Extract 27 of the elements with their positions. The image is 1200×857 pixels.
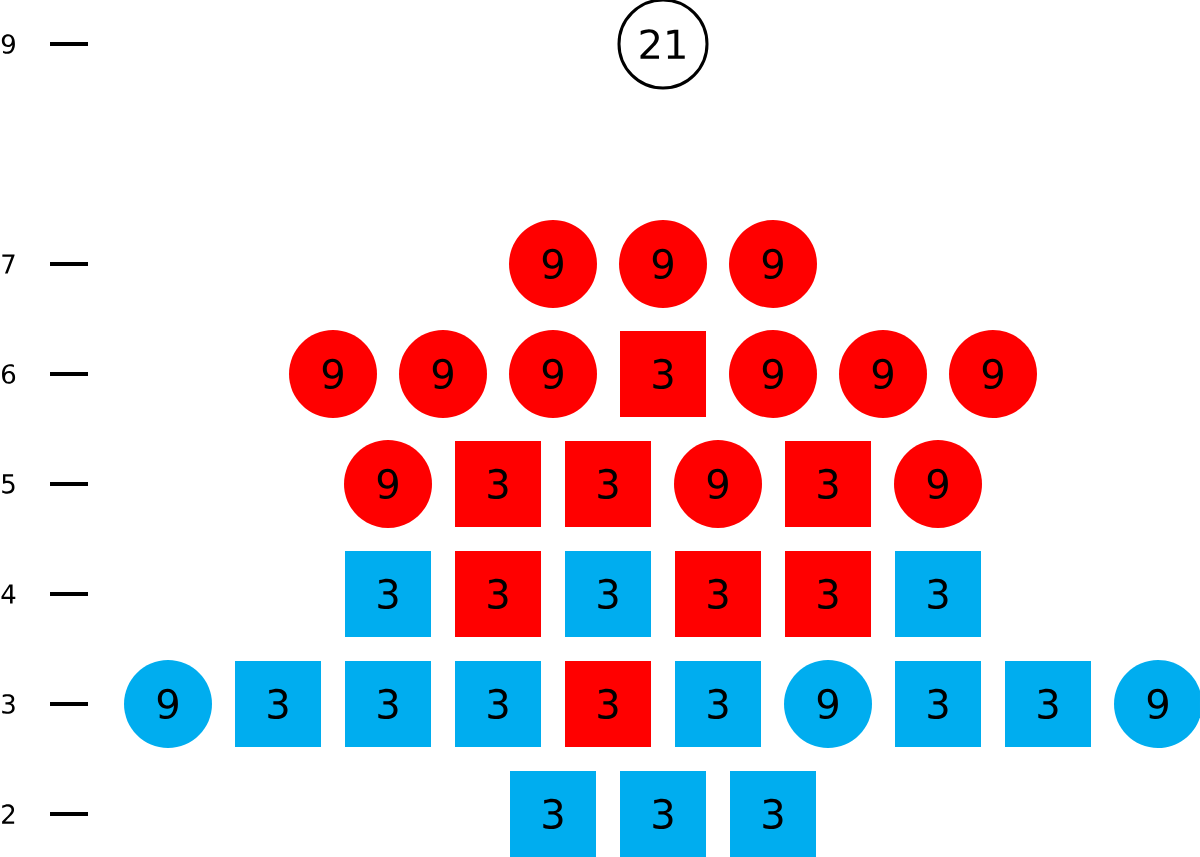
number-square: 3 [730,771,816,857]
number-square: 3 [785,551,871,637]
number-square: 3 [455,661,541,747]
axis-label: 2 [2,804,15,824]
axis-label: 6 [2,364,16,384]
number-square: 3 [895,551,981,637]
number-square: 3 [345,661,431,747]
number-square: 3 [620,331,706,417]
axis-label: 3 [2,694,15,714]
number-square: 3 [1005,661,1091,747]
number-square: 3 [620,771,706,857]
number-square: 3 [895,661,981,747]
number-square: 3 [345,551,431,637]
number-square: 3 [675,551,761,637]
axis-label: 4 [1,584,16,604]
axis-label: 9 [1,34,15,54]
number-square: 3 [565,441,651,527]
number-square: 3 [565,551,651,637]
axis-label: 7 [2,254,15,274]
number-square: 3 [565,661,651,747]
number-square: 3 [510,771,596,857]
number-square: 3 [785,441,871,527]
number-square: 3 [455,441,541,527]
number-square: 3 [235,661,321,747]
axis-label: 5 [2,474,15,494]
number-square: 3 [455,551,541,637]
number-square: 3 [675,661,761,747]
